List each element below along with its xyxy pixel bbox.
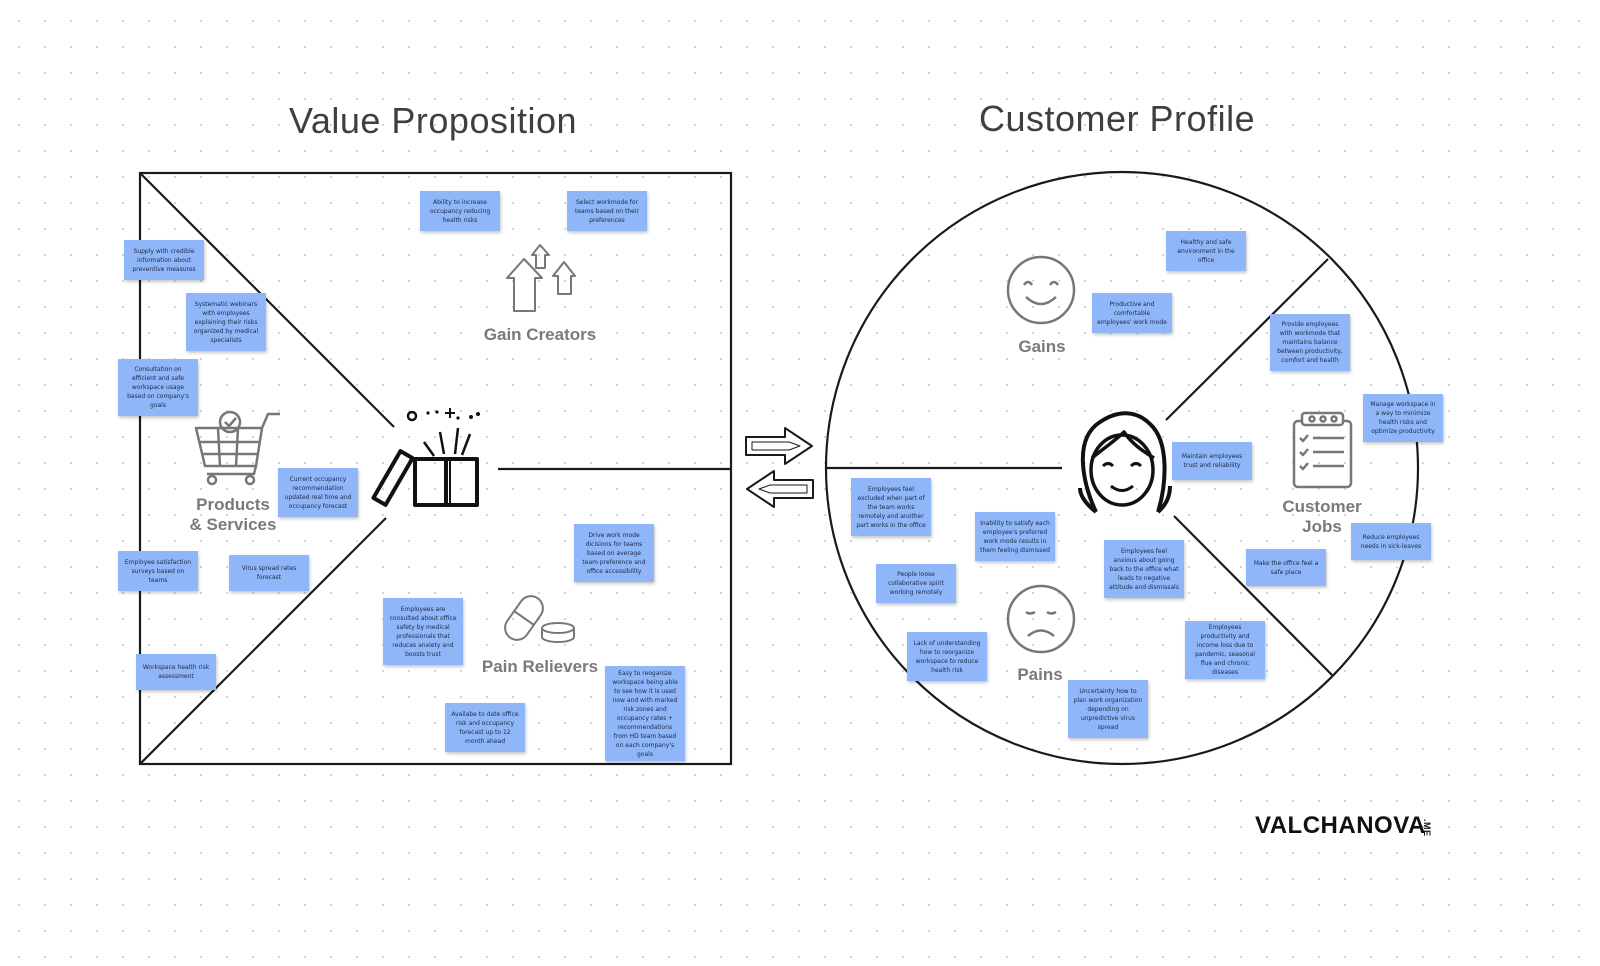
gift-icon bbox=[371, 408, 480, 507]
sticky-note[interactable]: Maintain employees trust and reliability bbox=[1172, 442, 1252, 480]
customer-jobs-label: Customer Jobs bbox=[1282, 497, 1362, 536]
pains-label: Pains bbox=[1017, 665, 1063, 684]
sticky-note[interactable]: Employee satisfaction surveys based on t… bbox=[118, 551, 198, 591]
sticky-note[interactable]: Supply with credible information about p… bbox=[124, 240, 204, 280]
sticky-note[interactable]: Uncertainty how to plan work organizatio… bbox=[1068, 680, 1148, 738]
gains-label: Gains bbox=[1018, 337, 1066, 356]
pain-relievers-label: Pain Relievers bbox=[481, 657, 599, 676]
sticky-note[interactable]: Healthy and safe environment in the offi… bbox=[1166, 231, 1246, 271]
products-services-label: Products & Services bbox=[189, 495, 277, 534]
sticky-note[interactable]: Systematic webinars with employees expla… bbox=[186, 293, 266, 351]
sticky-note[interactable]: Productive and comfortable employees' wo… bbox=[1092, 293, 1172, 333]
sticky-note[interactable]: Employees productivity and income loss d… bbox=[1185, 621, 1265, 679]
sticky-note[interactable]: Employees feel excluded when part of the… bbox=[851, 478, 931, 536]
sticky-note[interactable]: Select workmode for teams based on their… bbox=[567, 191, 647, 231]
shopping-cart-icon bbox=[194, 410, 280, 486]
sticky-note[interactable]: Virus spread rates forecast bbox=[229, 555, 309, 591]
sticky-note[interactable]: Reduce employees needs in sick-leaves bbox=[1351, 523, 1431, 560]
sticky-note[interactable]: Current occupancy recommendation updated… bbox=[278, 468, 358, 517]
sticky-note[interactable]: Employees are consulted about office saf… bbox=[383, 598, 463, 665]
sticky-note[interactable]: People loose collaborative spirit workin… bbox=[876, 564, 956, 603]
sticky-note[interactable]: Easy to reoganize workspace being able t… bbox=[605, 666, 685, 761]
smiley-face-icon bbox=[1006, 255, 1076, 325]
sticky-note[interactable]: Ability to increase occupancy reducing h… bbox=[420, 191, 500, 231]
sticky-note[interactable]: Provide employees with workmode that mai… bbox=[1270, 314, 1350, 371]
sad-face-icon bbox=[1006, 584, 1076, 654]
sticky-note[interactable]: Consultation on efficient and safe works… bbox=[118, 359, 198, 416]
value-proposition-title: Value Proposition bbox=[289, 100, 578, 141]
sticky-note[interactable]: Inability to satisfy each employee's pre… bbox=[975, 512, 1055, 561]
customer-profile-circle bbox=[824, 170, 1420, 766]
value-map-square bbox=[138, 171, 733, 766]
brand-logo-suffix: .ME bbox=[1422, 819, 1432, 837]
customer-profile-title: Customer Profile bbox=[979, 98, 1256, 139]
sticky-note[interactable]: Employees feel anxious about going back … bbox=[1104, 540, 1184, 598]
checklist-icon bbox=[1292, 411, 1353, 489]
sticky-note[interactable]: Manage workspace in a way to minimize he… bbox=[1363, 394, 1443, 442]
exchange-arrows-icon bbox=[745, 427, 814, 508]
customer-avatar-icon bbox=[1078, 411, 1172, 514]
sticky-note[interactable]: Workspace health risk assessment bbox=[136, 654, 216, 690]
sticky-note[interactable]: Availabe to date office risk and occupan… bbox=[445, 703, 525, 752]
up-arrows-icon bbox=[506, 244, 576, 312]
sticky-note[interactable]: Drive work mode dicisions for teams base… bbox=[574, 524, 654, 582]
gain-creators-label: Gain Creators bbox=[483, 325, 597, 344]
brand-logo: VALCHANOVA bbox=[1255, 812, 1426, 839]
sticky-note[interactable]: Lack of understanding how to reorganize … bbox=[907, 632, 987, 681]
sticky-note[interactable]: Make the office feel a safe place bbox=[1246, 549, 1326, 586]
pills-icon bbox=[504, 595, 575, 643]
